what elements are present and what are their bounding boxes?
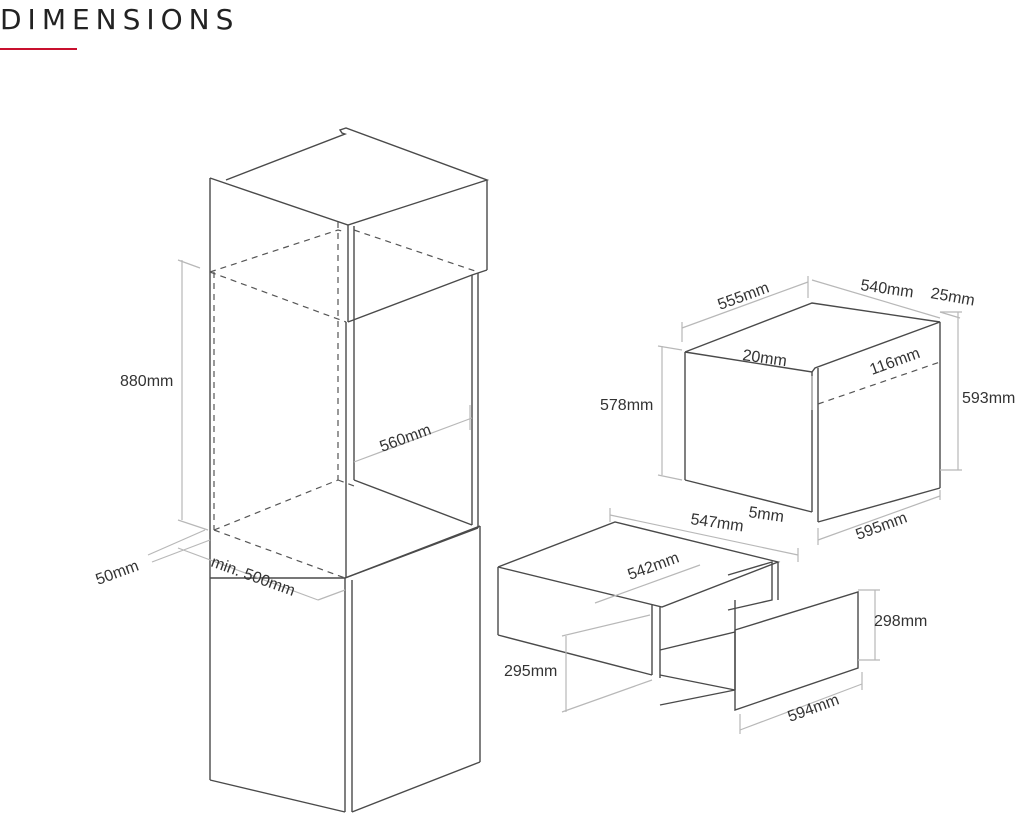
page-title: DIMENSIONS (0, 3, 240, 36)
label-oven-front-thickness: 25mm (929, 285, 976, 309)
oven-unit (657, 276, 962, 545)
label-cabinet-depth: min. 500mm (209, 554, 298, 600)
label-oven-total-height: 593mm (962, 390, 1015, 407)
label-oven-front-width: 595mm (854, 510, 910, 544)
tall-cabinet (147, 127, 490, 813)
title-underline (0, 48, 77, 50)
label-base-gap: 50mm (94, 558, 142, 589)
label-oven-inner-offset: 20mm (741, 347, 787, 370)
label-drawer-inner-width: 542mm (626, 550, 682, 584)
label-drawer-front-width: 594mm (786, 692, 842, 726)
label-drawer-depth: 547mm (689, 511, 744, 535)
label-cabinet-width: 560mm (378, 422, 434, 456)
label-oven-width-top: 540mm (859, 277, 914, 301)
label-cabinet-height: 880mm (120, 373, 173, 390)
label-oven-front-step: 116mm (868, 345, 923, 379)
drawer-unit (497, 508, 880, 734)
label-drawer-body-height: 295mm (504, 663, 557, 680)
label-oven-depth-top: 555mm (716, 280, 772, 314)
label-drawer-front-height: 298mm (874, 613, 927, 630)
label-oven-bottom-offset: 5mm (747, 504, 785, 526)
label-oven-body-height: 578mm (600, 397, 653, 414)
